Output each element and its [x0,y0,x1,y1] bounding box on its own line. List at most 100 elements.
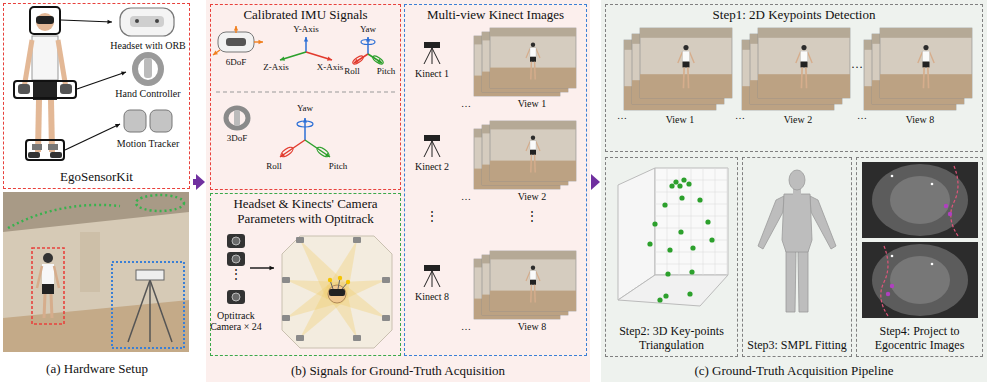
headset-icon [155,19,159,23]
tripod-leg [149,280,151,342]
camera-ring [136,195,184,211]
axis-line [77,72,126,89]
person-arm [690,52,695,63]
person-leg [801,67,803,88]
part-label: View 2 [784,114,813,125]
box-title: Step1: 2D Keypoints Detection [609,8,979,23]
grid-line [655,228,728,229]
keypoint-dot [677,183,682,188]
photo-ceiling [758,28,850,38]
kinect-icon [424,135,440,141]
photo-floor [490,291,576,311]
part-label: Optitrack Camera × 24 [201,310,271,332]
step-box: Step4: Project to Egocentric Images [856,157,983,357]
box-title: Multi-view Kinect Images [408,8,583,23]
person-head [36,13,54,31]
part-label: Kinect 2 [415,161,449,172]
person-shirt [530,48,536,57]
kinect-icon [424,42,440,48]
axis-line [213,50,220,55]
kinect-leg [424,48,432,64]
person-leg [923,67,925,88]
arrow-head [196,174,205,190]
person-arm [54,266,59,288]
person-shorts [801,62,808,68]
headset-icon [218,32,254,52]
part-label: Hand Controller [115,88,180,99]
arrow-head [107,20,112,24]
arrow-head [280,57,285,61]
kinect-leg [432,141,440,157]
capture-room [282,236,392,348]
projected-joint [890,284,894,288]
box-caption: Step3: SMPL Fitting [746,339,848,353]
part-label: Pitch [377,67,396,77]
person-shirt [530,271,536,280]
box-title: Headset & Kinects' Camera Parameters wit… [214,197,397,227]
photo-frame [640,28,732,98]
person-leg [44,294,45,318]
person-arm [918,52,923,63]
panel: (a) Hardware SetupEgoSensorKit [2,2,192,380]
photo-floor [758,74,850,98]
shoe [28,152,40,158]
smpl-body [758,196,784,249]
part-label: 3DoF [227,134,248,144]
person-head [683,45,688,50]
arrow-head [303,118,307,123]
flow-arrow [591,174,600,190]
keypoint-dot [678,229,683,234]
projected-joint [886,292,890,296]
photo-frame [490,121,576,181]
fisheye-view [872,244,968,316]
projected-outline [881,246,888,316]
optitrack-camera [382,315,390,321]
fisheye-view [872,164,968,236]
fisheye-view [890,256,950,304]
highlight-box [14,81,76,98]
person-arm [536,141,540,151]
box-title: Calibrated IMU Signals [214,8,397,23]
marker-ball [346,280,350,284]
camera-lens [232,255,240,263]
kinect-leg [424,271,432,287]
step-box: Step1: 2D Keypoints Detection [605,4,983,152]
optitrack-camera [353,335,361,341]
plot-wall [655,168,728,275]
panel-ground [601,0,987,382]
kinect-device [136,270,164,280]
keypoint-dot [663,293,668,298]
part-label: Z-Axis [263,63,289,73]
part-label: Kinect 1 [415,68,449,79]
box-caption: EgoSensorKit [7,170,186,185]
fisheye-view [890,176,950,224]
person-arm [536,48,540,58]
person-leg [534,285,536,303]
controller [18,84,30,94]
headset-icon [120,8,174,36]
keypoint-dot [689,269,694,274]
smpl-body [798,248,808,312]
controller [60,84,72,94]
person-leg [805,67,807,88]
smpl-body [786,248,796,312]
part-label: Yaw [360,25,376,35]
projected-outline [951,166,958,236]
optitrack-camera [227,252,245,266]
photo-wall [3,192,189,352]
group-box: Multi-view Kinect Images [404,4,587,356]
person-shirt [32,36,58,80]
highlight-box [26,140,64,160]
tripod-leg [150,280,172,342]
person-shirt [530,141,536,150]
person-leg [927,67,929,88]
projected-joint [944,204,948,208]
keypoint-dot [681,177,686,182]
keypoint-dot [657,297,662,302]
part-label: ⋮ [426,210,438,223]
person-shorts [683,62,690,68]
photo-floor [490,161,576,181]
photo-floor [3,300,189,352]
part-label: ⋮ [230,268,242,281]
